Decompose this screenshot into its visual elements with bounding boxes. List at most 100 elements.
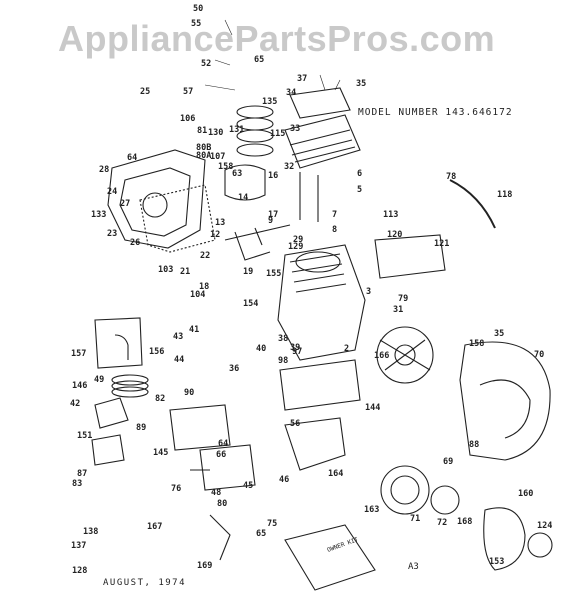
part-label: 138 [83,527,99,537]
part-label: 64 [127,153,138,163]
part-label: 25 [140,87,151,97]
recoil-pulley [380,465,430,515]
part-label: 42 [70,399,81,409]
part-label: 49 [94,375,105,385]
part-label: 34 [286,88,297,98]
part-label: 44 [174,355,185,365]
part-label: 37 [297,74,308,84]
part-label: 115 [270,129,286,139]
part-label: 157 [71,349,87,359]
part-label: 36 [229,364,240,374]
part-label: 17 [268,210,279,220]
base-plate [279,359,361,411]
part-label: 8 [332,225,338,235]
part-label: 31 [393,305,404,315]
part-label: 57 [183,87,194,97]
manual-label: OWNER KIT [326,536,359,554]
part-label: 120 [387,230,403,240]
muffler-shroud [374,234,446,279]
part-label: 83 [72,479,83,489]
part-label: 79 [398,294,409,304]
part-label: 167 [147,522,163,532]
part-label: 97 [292,347,303,357]
part-label: 135 [262,97,278,107]
part-label: 43 [173,332,184,342]
part-label: 160 [518,489,534,499]
part-label: 155 [266,269,282,279]
part-label: 65 [256,529,267,539]
part-label: 40 [256,344,267,354]
part-label: 19 [243,267,254,277]
part-label: 76 [171,484,182,494]
part-label: 129 [288,242,304,252]
part-label: 65 [254,55,265,65]
part-label: 118 [497,190,513,200]
model-number: MODEL NUMBER 143.646172 [358,107,513,118]
part-label: 88 [469,440,480,450]
part-label: 71 [410,514,421,524]
part-label: 56 [290,419,301,429]
part-label: 107 [210,152,226,162]
part-label: 13 [215,218,226,228]
part-label: 23 [107,229,118,239]
part-label: 137 [71,541,87,551]
part-label: 5 [357,185,363,195]
part-label: 168 [457,517,473,527]
part-label: 78 [446,172,457,182]
part-label: 169 [197,561,213,571]
part-label: 39 [290,343,301,353]
crankcase-cover [107,149,206,249]
part-label: 166 [374,351,390,361]
part-label: 121 [434,239,450,249]
part-label: 81 [197,126,208,136]
watermark: AppliancePartsPros.com [58,18,496,59]
engine-block [277,244,366,361]
part-label: 145 [153,448,169,458]
part-label: 87 [77,469,88,479]
part-label: 75 [267,519,278,529]
part-label: 144 [365,403,381,413]
part-label: 151 [77,431,93,441]
part-label: 130 [208,128,224,138]
starter-housing [483,507,526,571]
part-label: 164 [328,469,344,479]
part-label: 7 [332,210,338,220]
part-label: 50 [193,4,204,14]
part-label: 82 [155,394,166,404]
part-label: 69 [443,457,454,467]
part-label: 48 [211,488,222,498]
part-label: 3 [366,287,372,297]
part-label: 89 [136,423,147,433]
part-label: 38 [278,334,289,344]
part-label: 163 [364,505,380,515]
part-label: 103 [158,265,174,275]
page-id: A3 [408,562,419,572]
part-label: 21 [180,267,191,277]
part-label: 14 [238,193,249,203]
air-filter [94,317,143,369]
part-label: 27 [120,199,131,209]
part-label: 46 [279,475,290,485]
part-label: 26 [130,238,141,248]
owner-manual [284,524,376,591]
part-label: 104 [190,290,206,300]
part-label: 6 [357,169,363,179]
part-label: 33 [290,124,301,134]
part-label: 41 [189,325,200,335]
cylinder-head [284,114,361,169]
part-label: 80 [217,499,228,509]
part-label: 63 [232,169,243,179]
part-label: 55 [191,19,202,29]
part-label: 80A [196,151,212,161]
crankshaft [224,224,291,261]
part-label: 124 [537,521,553,531]
part-label: 2 [344,344,350,354]
part-label: 35 [356,79,367,89]
part-label: 131 [229,125,245,135]
part-label: 9 [268,216,274,226]
part-label: 113 [383,210,399,220]
part-label: 22 [200,251,211,261]
part-label: 80B [196,143,212,153]
part-label: 128 [72,566,88,576]
